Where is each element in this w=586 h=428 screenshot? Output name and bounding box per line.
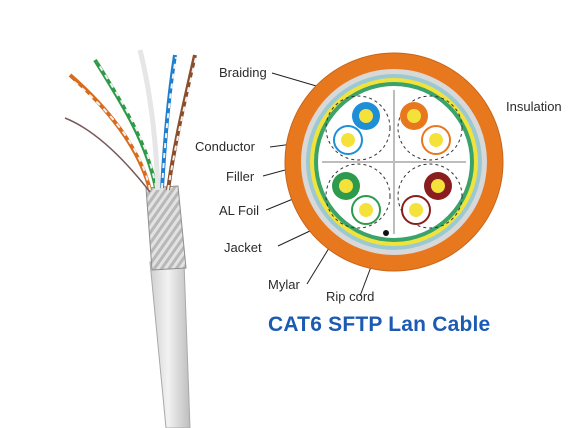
pair-green	[332, 172, 381, 225]
caption-title: CAT6 SFTP Lan Cable	[268, 313, 491, 336]
rip-cord-dot	[383, 230, 389, 236]
pair-brown	[401, 172, 452, 225]
label-braiding: Braiding	[219, 65, 267, 80]
pair-orange	[400, 102, 451, 155]
label-al-foil: AL Foil	[219, 203, 259, 218]
label-mylar: Mylar	[268, 277, 300, 292]
label-rip-cord: Rip cord	[326, 289, 375, 304]
label-conductor: Conductor	[195, 139, 255, 154]
label-insulation: Insulation	[506, 99, 562, 114]
leader-jacket	[277, 229, 313, 247]
label-jacket: Jacket	[224, 240, 262, 255]
pair-blue	[333, 102, 380, 155]
label-filler: Filler	[226, 169, 255, 184]
